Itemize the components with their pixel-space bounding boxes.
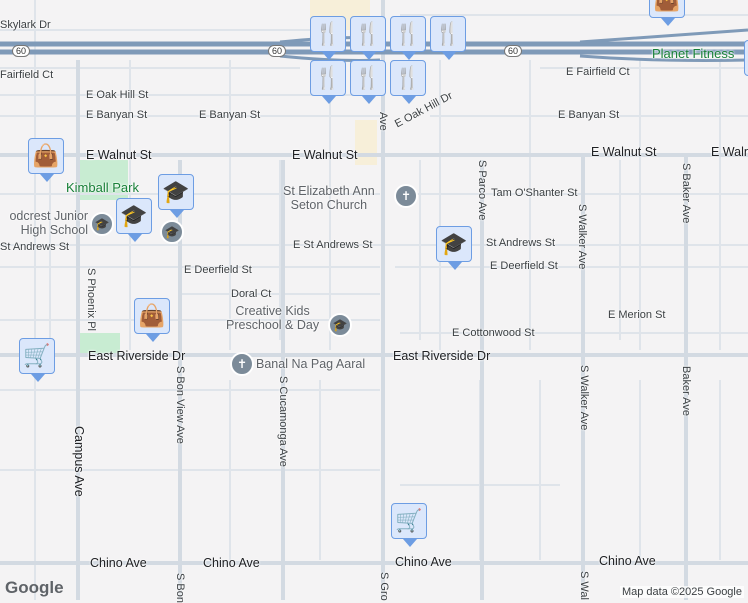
street-label: E Deerfield St xyxy=(184,264,252,276)
restaurant-icon[interactable]: 🍴 xyxy=(350,60,386,104)
street-label: Chino Ave xyxy=(203,556,260,570)
restaurant-icon[interactable]: 🍴 xyxy=(390,16,426,60)
street-label: E Walnut St xyxy=(711,145,748,159)
street-label: E Walnut St xyxy=(591,145,657,159)
woodcrest-school-label[interactable]: odcrest Junior High School xyxy=(9,209,88,237)
graduation-cap-icon[interactable]: 🎓 xyxy=(436,226,472,270)
street-label: E Oak Hill St xyxy=(86,89,149,101)
shopping-bag-icon[interactable]: 👜 xyxy=(134,298,170,342)
street-label: S Gro xyxy=(378,572,390,601)
school-poi-icon[interactable]: 🎓 xyxy=(90,212,114,236)
street-label: E Merion St xyxy=(608,309,666,321)
church-icon[interactable]: ✝ xyxy=(394,184,418,208)
street-label: Chino Ave xyxy=(90,556,147,570)
street-label: E St Andrews St xyxy=(293,239,373,251)
restaurant-icon[interactable]: 🍴 xyxy=(390,60,426,104)
street-label: E Banyan St xyxy=(558,109,620,121)
street-label: Doral Ct xyxy=(231,288,272,300)
street-label: S Baker Ave xyxy=(680,163,692,224)
street-label: East Riverside Dr xyxy=(88,349,186,363)
graduation-cap-icon[interactable]: 🎓 xyxy=(158,174,194,218)
highway-60-shield: 60 xyxy=(268,45,287,57)
church-label[interactable]: St Elizabeth Ann Seton Church xyxy=(283,184,375,212)
street-label: S Cucamonga Ave xyxy=(277,376,289,467)
shopping-cart-icon[interactable]: 🛒 xyxy=(391,503,427,547)
kimball-park-label[interactable]: Kimball Park xyxy=(66,180,139,195)
park-area xyxy=(80,333,120,355)
banal-label[interactable]: Banal Na Pag Aaral xyxy=(256,357,366,371)
google-logo: Google xyxy=(5,578,64,597)
planet-fitness-label[interactable]: Planet Fitness xyxy=(652,46,735,61)
street-label: East Riverside Dr xyxy=(393,349,491,363)
restaurant-icon[interactable]: 🍴 xyxy=(310,60,346,104)
street-label: Skylark Dr xyxy=(0,19,51,31)
street-label: Chino Ave xyxy=(599,554,656,568)
street-label: S Phoenix Pl xyxy=(85,268,97,331)
street-label: S Bon xyxy=(174,573,186,603)
preschool-label[interactable]: Creative Kids Preschool & Day xyxy=(226,304,320,332)
street-label: Campus Ave xyxy=(72,426,86,497)
street-label: E Fairfield Ct xyxy=(566,66,630,78)
street-label: St Andrews St xyxy=(0,241,70,253)
street-label: Chino Ave xyxy=(395,555,452,569)
street-label: Fairfield Ct xyxy=(0,69,54,81)
street-label: Ave xyxy=(377,112,389,131)
street-label: S Wal xyxy=(578,571,590,600)
street-label: S Walker Ave xyxy=(578,365,590,431)
shopping-bag-icon[interactable]: 👜 xyxy=(649,0,685,26)
highway-60-shield: 60 xyxy=(12,45,31,57)
street-label: S Parco Ave xyxy=(476,160,488,221)
street-label: E Walnut St xyxy=(292,148,358,162)
highway-60-shield: 60 xyxy=(504,45,523,57)
street-label: E Cottonwood St xyxy=(452,327,535,339)
street-label: E Banyan St xyxy=(199,109,261,121)
restaurant-icon[interactable]: 🍴 xyxy=(310,16,346,60)
church-icon[interactable]: ✝ xyxy=(230,352,254,376)
restaurant-icon[interactable]: 🍴 xyxy=(430,16,466,60)
street-label: Tam O'Shanter St xyxy=(491,187,578,199)
street-label: Baker Ave xyxy=(680,366,692,416)
street-label: St Andrews St xyxy=(486,237,556,249)
commercial-area xyxy=(355,120,377,165)
map-attribution[interactable]: Map data ©2025 Google xyxy=(619,586,744,598)
shopping-bag-icon[interactable]: 👜 xyxy=(28,138,64,182)
shopping-cart-icon[interactable]: 🛒 xyxy=(19,338,55,382)
graduation-cap-icon[interactable]: 🎓 xyxy=(116,198,152,242)
school-poi-icon[interactable]: 🎓 xyxy=(328,313,352,337)
street-label: S Bon View Ave xyxy=(174,366,186,444)
shopping-bag-icon[interactable]: 👜 xyxy=(744,40,748,76)
street-label: E Banyan St xyxy=(86,109,148,121)
street-label: E Deerfield St xyxy=(490,260,558,272)
street-label: E Walnut St xyxy=(86,148,152,162)
street-label: S Walker Ave xyxy=(576,204,588,270)
restaurant-icon[interactable]: 🍴 xyxy=(350,16,386,60)
school-poi-icon[interactable]: 🎓 xyxy=(160,220,184,244)
